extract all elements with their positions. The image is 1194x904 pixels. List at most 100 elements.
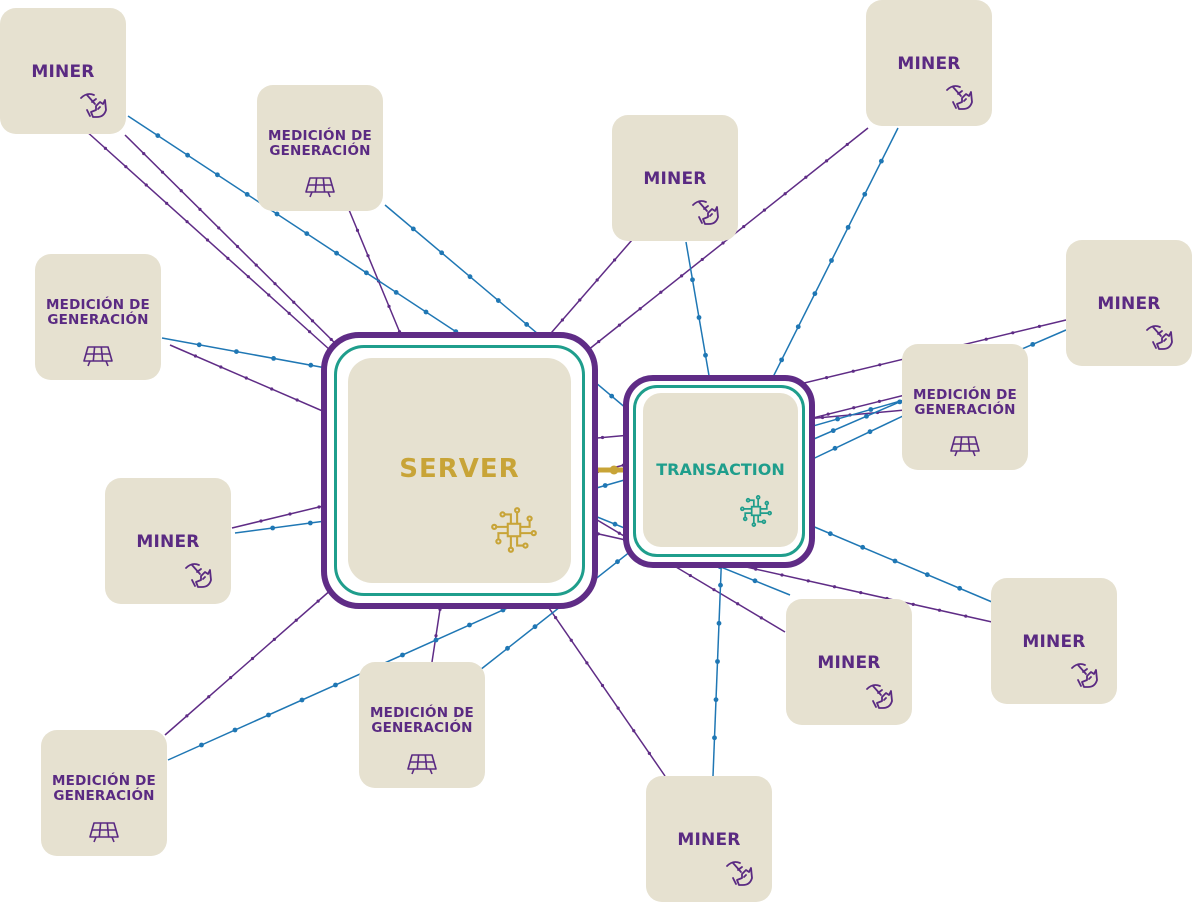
connection-dot — [700, 257, 704, 262]
connection-dot — [316, 599, 320, 603]
connection-dot — [832, 585, 837, 589]
connection-dot — [718, 582, 723, 588]
connection-dot — [688, 573, 692, 578]
connection-dot — [467, 274, 473, 280]
connection-dot — [795, 324, 801, 330]
connection-dot — [215, 172, 220, 178]
connection-dot — [845, 224, 851, 230]
miner-label: MINER — [643, 169, 707, 189]
miner-label: MINER — [1097, 294, 1161, 314]
meter-label: MEDICIÓN DE GENERACIÓN — [261, 129, 379, 159]
solar-panel-icon — [950, 436, 980, 457]
connection-dot — [271, 356, 276, 361]
connection-dot — [292, 300, 296, 304]
connection-dot — [274, 211, 280, 217]
connection-dot — [387, 304, 391, 308]
blue-connection-line — [764, 127, 899, 394]
connection-dot — [617, 323, 622, 327]
mining-pickaxe-hand-icon — [726, 861, 753, 886]
blue-connection-line — [797, 519, 993, 603]
connection-dot — [250, 656, 255, 661]
connection-dot — [244, 192, 250, 197]
connection-dot — [832, 445, 838, 451]
connection-dot — [615, 559, 620, 565]
purple-connection-line — [544, 239, 633, 341]
connection-dot — [495, 298, 501, 303]
miner-node-bottom-right: MINER — [991, 578, 1117, 704]
meter-label-line1: MEDICIÓN DE — [913, 387, 1017, 403]
miner-node-top-center: MINER — [612, 115, 738, 241]
meter-label: MEDICIÓN DE GENERACIÓN — [363, 706, 481, 736]
connection-dot — [217, 226, 221, 230]
mining-pickaxe-hand-icon — [866, 684, 893, 709]
connection-dot — [632, 729, 636, 733]
connection-dot — [199, 742, 204, 748]
connection-dot — [779, 357, 785, 363]
meter-label-line2: GENERACIÓN — [53, 788, 155, 804]
connection-dot — [878, 158, 884, 164]
connection-dot — [957, 585, 963, 591]
mining-pickaxe-hand-icon — [946, 85, 973, 110]
connection-dot — [266, 712, 271, 718]
connection-dot — [532, 624, 538, 630]
connection-dot — [219, 365, 223, 369]
connection-dot — [826, 412, 830, 416]
meter-label-line2: GENERACIÓN — [371, 720, 473, 736]
connection-dot — [862, 191, 868, 197]
meter-label-line2: GENERACIÓN — [269, 143, 371, 159]
connection-dot — [600, 683, 605, 688]
connection-dot — [294, 618, 298, 622]
connection-dot — [334, 250, 339, 256]
connection-dot — [696, 315, 702, 320]
solar-panel-icon — [89, 822, 119, 843]
connection-dot — [578, 298, 582, 302]
connection-dot — [226, 256, 230, 260]
connection-dot — [712, 735, 717, 741]
connection-dot — [179, 189, 183, 193]
connection-dot — [868, 407, 874, 412]
blue-connection-line — [161, 337, 349, 373]
purple-connection-line — [124, 134, 351, 359]
meter-label-line2: GENERACIÓN — [914, 402, 1016, 418]
connection-dot — [270, 387, 274, 391]
blue-connection-line — [799, 414, 906, 466]
solar-panel-icon — [407, 754, 437, 775]
connection-dot — [307, 520, 313, 526]
miner-node-lower-right: MINER — [786, 599, 912, 725]
meter-node-top: MEDICIÓN DE GENERACIÓN — [257, 85, 383, 211]
connection-dot — [554, 616, 558, 620]
blue-connection-line — [712, 546, 723, 777]
connection-dot — [1037, 324, 1041, 328]
connection-dot — [824, 159, 829, 163]
connection-dot — [439, 250, 445, 256]
connection-dot — [851, 369, 855, 373]
connection-dot — [600, 435, 605, 440]
connection-dot — [762, 208, 767, 212]
connection-dot — [144, 183, 148, 187]
miner-label: MINER — [677, 830, 741, 850]
connection-dot — [273, 282, 277, 286]
connection-dot — [715, 659, 720, 664]
connection-dot — [124, 165, 128, 169]
connection-dot — [712, 588, 716, 592]
connection-dot — [759, 616, 763, 620]
connection-dot — [295, 398, 299, 402]
purple-connection-line — [164, 581, 341, 736]
miner-node-far-right: MINER — [1066, 240, 1192, 366]
connection-dot — [310, 319, 315, 323]
meter-label: MEDICIÓN DE GENERACIÓN — [906, 388, 1024, 418]
connection-dot — [585, 661, 589, 665]
connection-dot — [423, 309, 429, 315]
connection-dot — [317, 505, 321, 509]
connection-dot — [234, 349, 239, 354]
connection-dot — [400, 652, 405, 658]
connection-dot — [964, 614, 968, 618]
connection-dot — [259, 519, 263, 523]
connection-dot — [647, 751, 651, 755]
connection-dot — [103, 146, 108, 150]
connection-dot — [609, 393, 615, 399]
connection-dot — [736, 602, 740, 606]
connection-dot — [860, 544, 866, 550]
connection-dot — [272, 637, 276, 641]
meter-label: MEDICIÓN DE GENERACIÓN — [39, 298, 157, 328]
